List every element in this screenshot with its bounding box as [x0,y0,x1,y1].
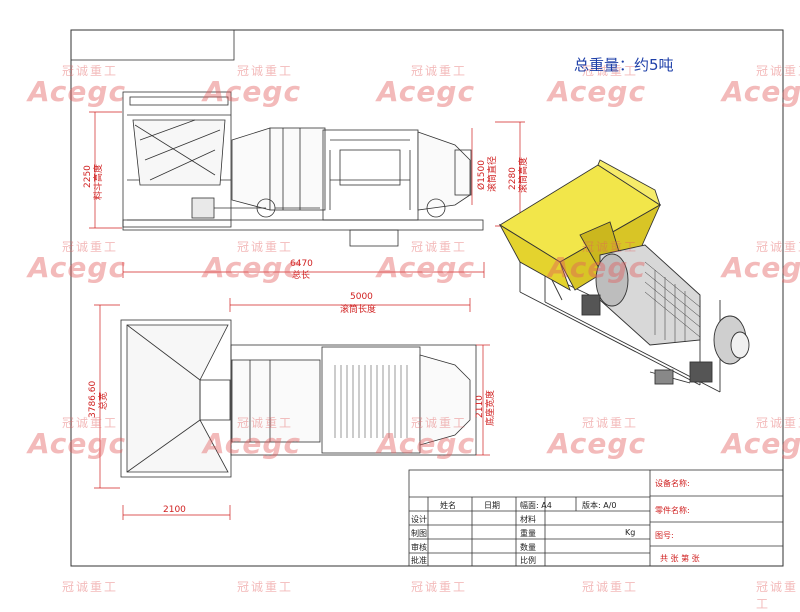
side-view [122,91,484,247]
drum-length-label: 滚筒长度 [340,303,376,315]
tb-scale: 比例 [520,556,536,565]
tb-approve: 批准 [411,556,427,565]
tb-weight: 重量 [520,529,536,538]
tb-version: 版本: A/0 [582,501,617,510]
total-width-value: 3786.60 [88,381,98,418]
tb-material: 材料 [520,515,536,524]
total-weight-note: 总重量：约5吨 [574,56,674,74]
tb-weight-unit: Kg [625,528,636,537]
drum-length-value: 5000 [350,292,373,302]
base-width-label: 底座宽度 [484,390,496,426]
hopper-height-label: 料斗高度 [92,164,104,200]
total-length-label: 总长 [292,269,310,281]
tb-part-name: 零件名称: [655,506,690,515]
tb-name: 姓名 [440,501,456,510]
title-block [408,469,784,567]
tb-quantity: 数量 [520,543,536,552]
tb-drawing: 制图 [411,529,427,538]
base-width-value: 2110 [475,395,485,418]
top-view [120,319,477,478]
tb-sheets: 共 张 第 张 [660,554,700,563]
tb-device-name: 设备名称: [655,479,690,488]
drum-height-label: 滚筒高度 [517,157,529,193]
corner-box [70,29,235,61]
side-view-dimensions [89,111,525,278]
total-width-label: 总宽 [97,392,109,410]
tb-date: 日期 [484,501,500,510]
hopper-height-value: 2250 [83,165,93,188]
drum-diameter-label: 滚筒直径 [486,156,498,192]
drum-diameter-value: Ø1500 [476,160,487,190]
hopper-width-value: 2100 [163,505,186,515]
drum-height-value: 2280 [508,167,518,190]
total-length-value: 6470 [290,259,313,269]
tb-review: 审核 [411,543,427,552]
tb-design: 设计 [411,515,427,524]
tb-drawing-no: 图号: [655,531,674,540]
tb-size: 幅面: A4 [520,501,552,510]
top-view-dimensions [94,298,490,520]
isometric-view [498,159,750,393]
